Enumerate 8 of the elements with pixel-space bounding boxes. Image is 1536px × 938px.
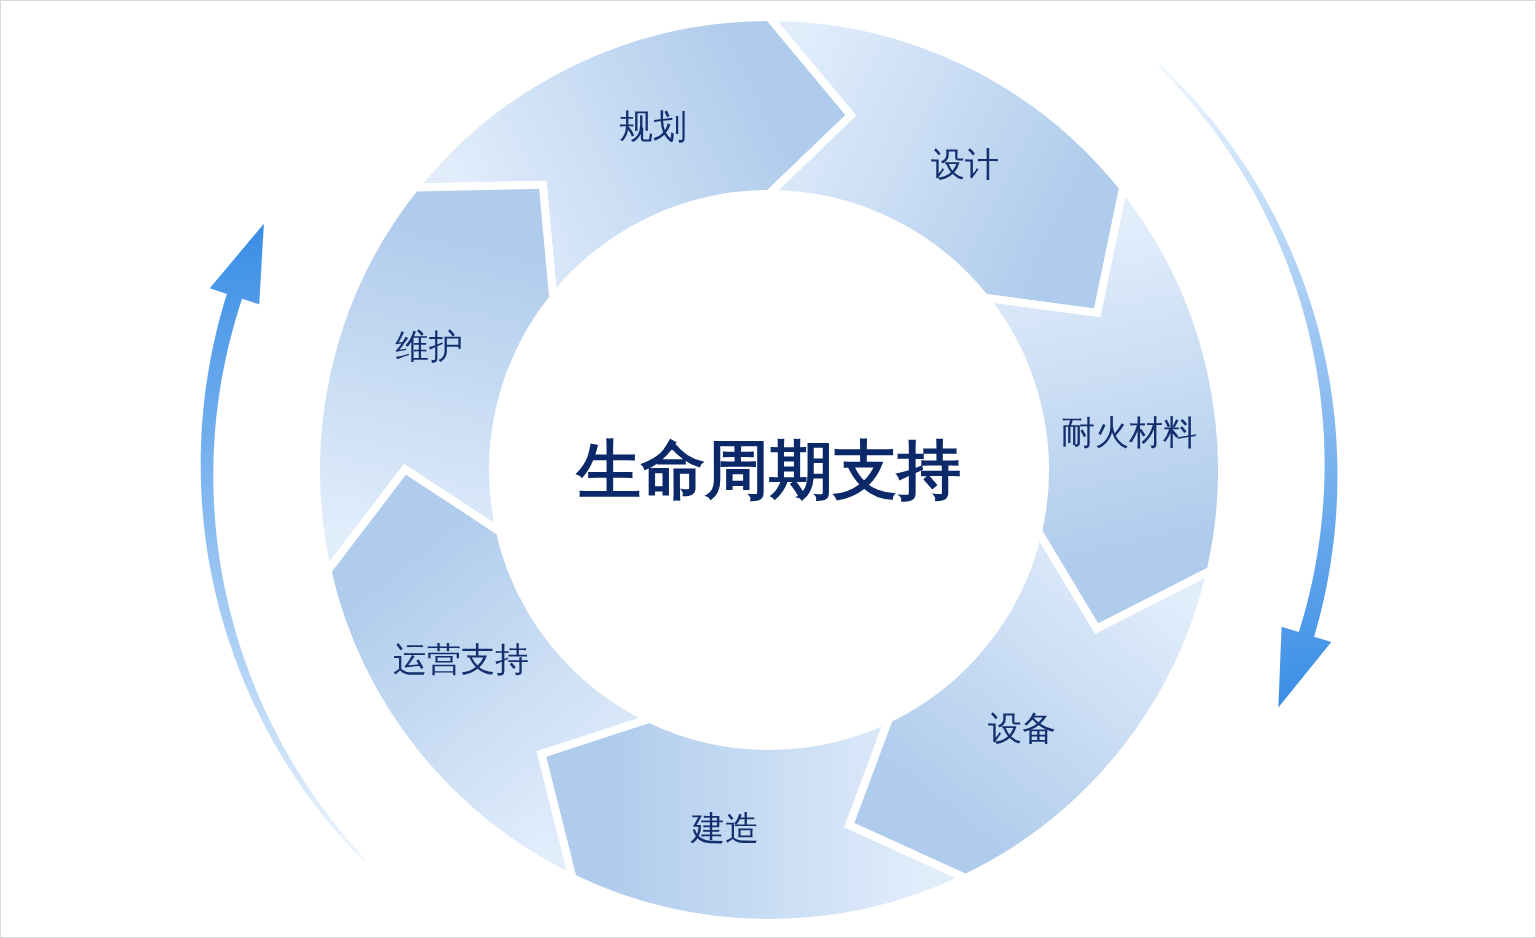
stage-label: 设计	[930, 143, 999, 187]
stage-label: 运营支持	[392, 637, 529, 681]
center-title: 生命周期支持	[577, 431, 961, 509]
stage-label: 设备	[988, 706, 1057, 750]
stage-label: 建造	[690, 807, 759, 851]
stage-label: 规划	[618, 105, 687, 149]
stage-label: 耐火材料	[1061, 411, 1198, 455]
stage-label: 维护	[394, 325, 463, 369]
